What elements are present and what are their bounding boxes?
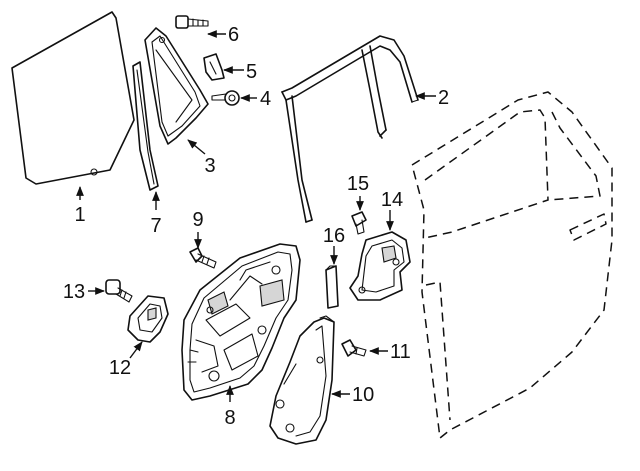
callout-5: 5 (246, 61, 257, 83)
part-2-window-frame (281, 35, 419, 223)
part-7-run-channel (132, 61, 159, 191)
leader-lines (76, 30, 436, 402)
part-16-pin (325, 265, 339, 309)
leader-3 (187, 139, 206, 155)
part-10-cover (269, 315, 335, 445)
part-3-quarter-frame (144, 27, 209, 145)
callout-labels: 1 2 3 4 5 6 7 8 9 10 11 12 13 14 15 16 (63, 24, 449, 429)
part-14-latch (349, 231, 411, 301)
part-4-bolt (211, 90, 240, 106)
callout-8: 8 (224, 407, 235, 429)
callout-14: 14 (381, 189, 403, 211)
callout-7: 7 (150, 215, 161, 237)
callout-6: 6 (228, 24, 239, 46)
part-9-bolt (189, 247, 217, 269)
part-11-bolt (341, 339, 367, 357)
callout-9: 9 (192, 209, 203, 231)
part-8-window-regulator (181, 243, 301, 401)
part-1-door-glass (11, 11, 135, 185)
callout-2: 2 (438, 87, 449, 109)
callout-16: 16 (323, 225, 345, 247)
part-13-bolt (105, 279, 133, 303)
callout-12: 12 (109, 357, 131, 379)
leader-12 (129, 341, 143, 359)
callout-4: 4 (260, 88, 271, 110)
part-6-bolt (175, 15, 209, 29)
part-5-clip (203, 53, 225, 81)
callout-1: 1 (74, 204, 85, 226)
part-15-bolt (351, 211, 367, 235)
callout-3: 3 (204, 155, 215, 177)
part-12-bracket (127, 295, 169, 343)
callout-11: 11 (390, 341, 411, 363)
callout-15: 15 (347, 173, 369, 195)
callout-13: 13 (63, 281, 85, 303)
callout-10: 10 (352, 384, 374, 406)
rear-door-outline (411, 91, 613, 439)
